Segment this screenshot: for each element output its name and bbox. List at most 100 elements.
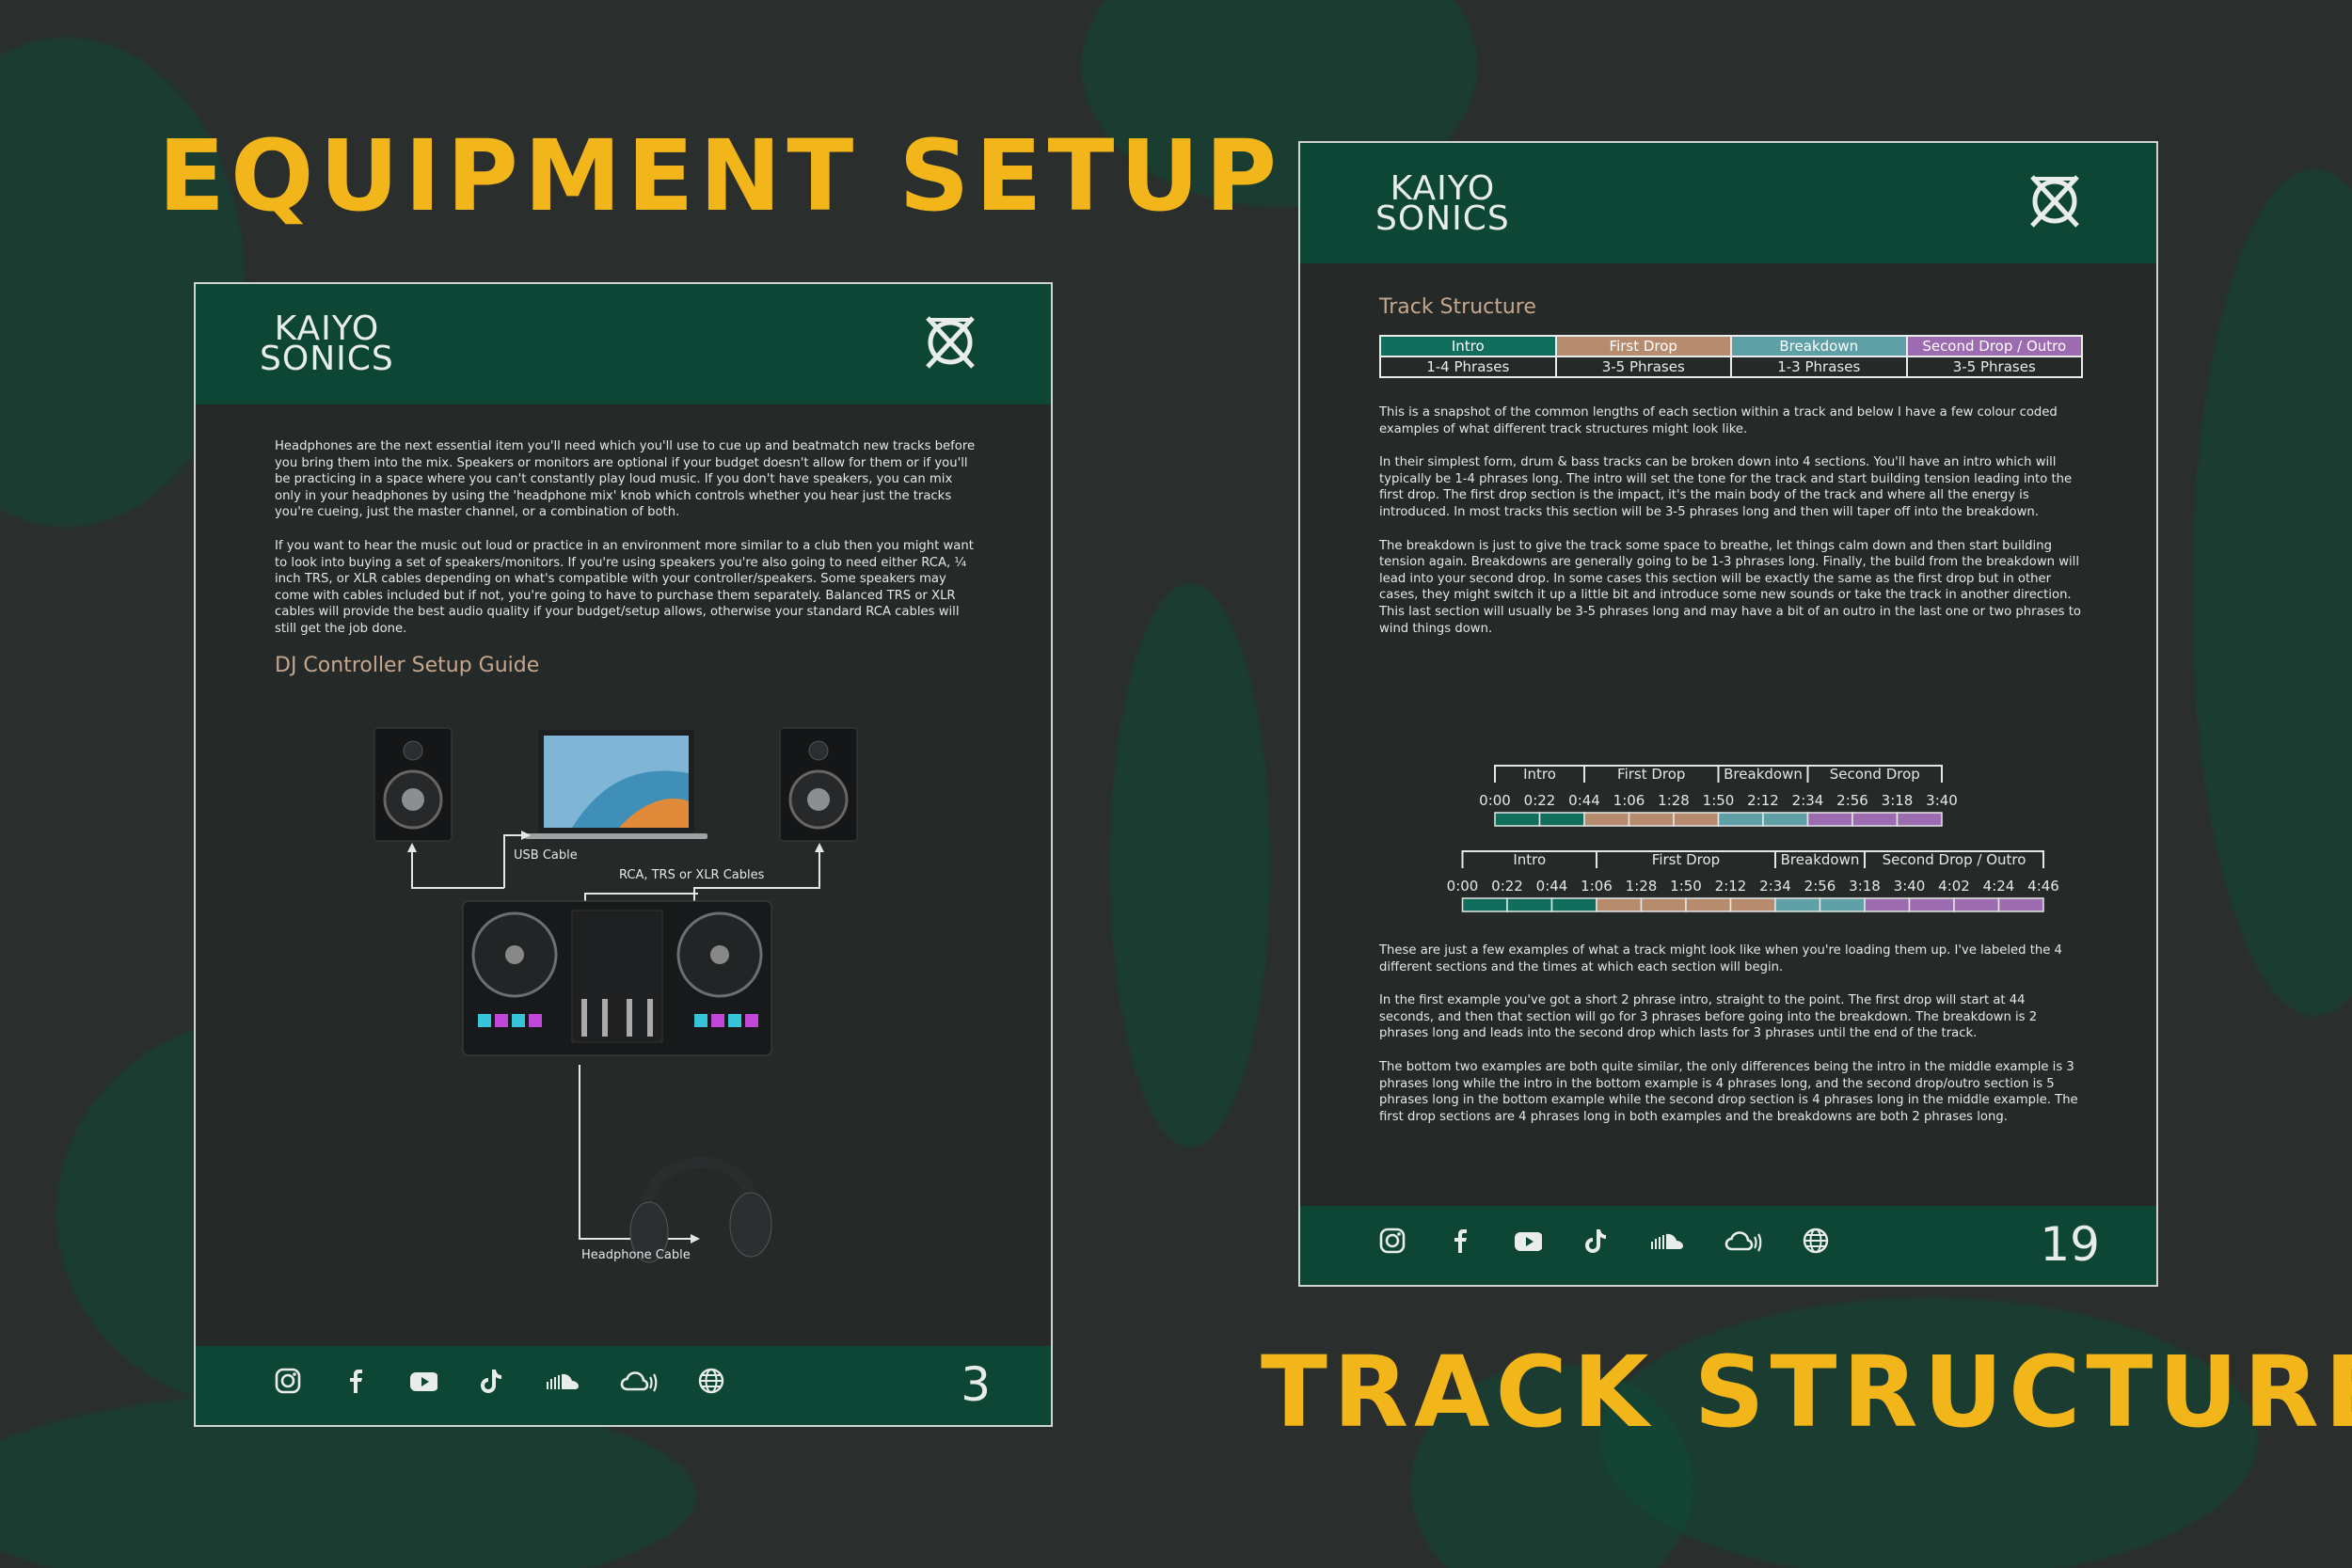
tiktok-icon[interactable] (1562, 1227, 1629, 1255)
setup-guide-title: DJ Controller Setup Guide (275, 654, 540, 677)
time-label: 1:28 (1658, 792, 1690, 809)
brand-mark-icon (926, 316, 975, 369)
section-label: Intro (1513, 851, 1546, 868)
equipment-setup-heading: EQUIPMENT SETUP (158, 119, 1283, 233)
phrase-block (1538, 812, 1585, 827)
table-cell: 3-5 Phrases (1905, 356, 2083, 378)
section-bracket (1864, 850, 2044, 868)
instagram-icon[interactable] (254, 1367, 322, 1395)
youtube-icon[interactable] (1494, 1227, 1562, 1255)
time-label: 1:50 (1703, 792, 1735, 809)
rca-cable-label: RCA, TRS or XLR Cables (619, 868, 765, 882)
laptop (525, 730, 707, 839)
time-label: 0:44 (1536, 878, 1568, 895)
paragraph: Headphones are the next essential item y… (275, 439, 976, 520)
headphones (629, 1156, 772, 1263)
mixcloud-icon[interactable] (600, 1367, 677, 1395)
phrase-block (1864, 897, 1911, 912)
time-label: 2:34 (1792, 792, 1824, 809)
page-number: 3 (961, 1357, 991, 1412)
right-speaker (779, 727, 858, 842)
time-label: 2:56 (1836, 792, 1868, 809)
mixcloud-icon[interactable] (1705, 1227, 1782, 1255)
youtube-icon[interactable] (389, 1367, 457, 1395)
phrase-block (1953, 897, 2000, 912)
time-label: 2:12 (1715, 878, 1747, 895)
brand-mark-icon (2030, 175, 2079, 228)
phrase-block (1908, 897, 1955, 912)
phrase-block (1673, 812, 1720, 827)
examples-text: These are just a few examples of what a … (1379, 942, 2083, 1142)
cable-arrows (407, 831, 824, 1243)
social-links (1359, 1227, 1850, 1255)
page-header: KAIYO SONICS (196, 284, 1051, 404)
usb-cable-label: USB Cable (514, 848, 578, 863)
page-footer: 3 (196, 1346, 1051, 1425)
table-cell: 3-5 Phrases (1554, 356, 1732, 378)
track-structure-page: KAIYO SONICS Track Structure Intro First… (1298, 141, 2158, 1287)
time-label: 3:18 (1849, 878, 1881, 895)
instagram-icon[interactable] (1359, 1227, 1426, 1255)
phrase-block (1494, 812, 1541, 827)
phrase-block (1819, 897, 1866, 912)
time-label: 0:44 (1568, 792, 1600, 809)
page-number: 19 (2040, 1217, 2100, 1272)
phrase-block (1997, 897, 2044, 912)
dj-controller (462, 900, 772, 1056)
paragraph: The breakdown is just to give the track … (1379, 538, 2081, 636)
time-label: 0:00 (1479, 792, 1511, 809)
globe-icon[interactable] (677, 1367, 745, 1395)
time-label: 2:12 (1747, 792, 1779, 809)
globe-icon[interactable] (1782, 1227, 1850, 1255)
section-label: Second Drop (1830, 766, 1920, 783)
table-cell: 1-3 Phrases (1730, 356, 1908, 378)
brand-logo-text: KAIYO SONICS (260, 309, 394, 378)
section-label: Breakdown (1781, 851, 1860, 868)
time-label: 0:00 (1447, 878, 1479, 895)
phrase-block (1729, 897, 1776, 912)
facebook-icon[interactable] (322, 1367, 389, 1395)
brand-line-1: KAIYO (1390, 169, 1496, 208)
table-cell: 1-4 Phrases (1379, 356, 1557, 378)
time-label: 3:18 (1882, 792, 1914, 809)
phrase-block (1550, 897, 1597, 912)
phrase-block (1774, 897, 1821, 912)
phrase-block (1685, 897, 1732, 912)
paragraph: In their simplest form, drum & bass trac… (1379, 455, 2073, 519)
table-header-intro: Intro (1379, 335, 1557, 357)
page-header: KAIYO SONICS (1300, 143, 2156, 263)
section-title: Track Structure (1379, 295, 1536, 319)
section-label: Intro (1523, 766, 1556, 783)
equipment-setup-page: KAIYO SONICS Headphones are the next ess… (194, 282, 1053, 1427)
section-length-table: Intro First Drop Breakdown Second Drop /… (1379, 335, 2083, 378)
phrase-block (1806, 812, 1853, 827)
time-label: 3:40 (1894, 878, 1926, 895)
explanation-text: This is a snapshot of the common lengths… (1379, 404, 2083, 654)
brand-line-2: SONICS (260, 340, 394, 378)
phrase-block (1461, 897, 1508, 912)
phrase-block (1628, 812, 1675, 827)
tiktok-icon[interactable] (457, 1367, 525, 1395)
facebook-icon[interactable] (1426, 1227, 1494, 1255)
section-bracket (1806, 765, 1943, 783)
time-label: 1:06 (1581, 878, 1613, 895)
phrase-block (1596, 897, 1643, 912)
phrase-block (1851, 812, 1899, 827)
setup-diagram (373, 727, 858, 1263)
brand-line-1: KAIYO (274, 309, 380, 348)
soundcloud-icon[interactable] (525, 1367, 600, 1395)
phrase-block (1762, 812, 1809, 827)
brand-line-2: SONICS (1375, 199, 1510, 238)
soundcloud-icon[interactable] (1629, 1227, 1705, 1255)
table-header-first-drop: First Drop (1554, 335, 1732, 357)
time-label: 4:02 (1938, 878, 1970, 895)
phrase-block (1506, 897, 1553, 912)
time-label: 1:28 (1626, 878, 1658, 895)
intro-text: Headphones are the next essential item y… (275, 438, 980, 655)
brand-logo-text: KAIYO SONICS (1375, 169, 1510, 238)
headphone-cable-label: Headphone Cable (581, 1248, 691, 1262)
phrase-block (1717, 812, 1764, 827)
time-label: 4:46 (2027, 878, 2059, 895)
time-label: 2:56 (1804, 878, 1836, 895)
